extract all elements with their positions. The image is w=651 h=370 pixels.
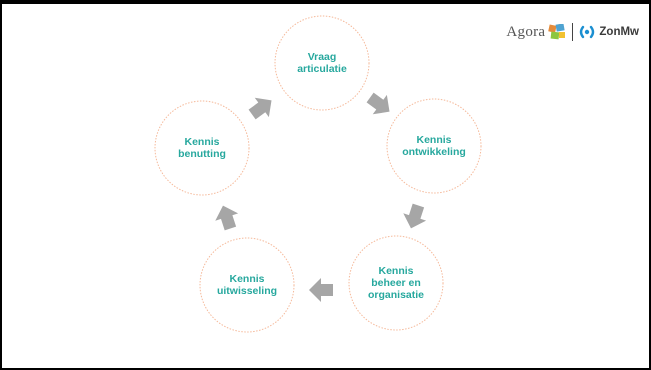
logo-bar: Agora ZonMw xyxy=(506,20,639,44)
agora-logo-icon xyxy=(548,24,566,40)
agora-logo-text: Agora xyxy=(506,23,546,40)
node-circle-vraag-articulatie xyxy=(274,15,370,111)
node-circle-kennis-beheer xyxy=(348,235,444,331)
arrow-uitwisseling-to-benutting xyxy=(215,205,239,231)
knowledge-cycle-diagram xyxy=(154,15,482,333)
arrow-articulatie-to-ontwikkeling xyxy=(366,92,390,115)
zonmw-logo-icon xyxy=(580,25,595,39)
arrow-beheer-to-uitwisseling xyxy=(309,278,333,302)
node-label-vraag-articulatie: Vraag articulatie xyxy=(297,51,347,75)
node-circle-kennis-ontwikkeling xyxy=(386,98,482,194)
node-label-kennis-beheer: Kennis beheer en organisatie xyxy=(367,265,425,301)
node-label-kennis-ontwikkeling: Kennis ontwikkeling xyxy=(402,134,466,158)
node-circle-kennis-uitwisseling xyxy=(199,237,295,333)
arrow-ontwikkeling-to-beheer xyxy=(403,203,427,229)
arrow-benutting-to-articulatie xyxy=(248,97,272,120)
node-circle-kennis-benutting xyxy=(154,100,250,196)
zonmw-logo-text: ZonMw xyxy=(599,26,639,38)
node-label-kennis-uitwisseling: Kennis uitwisseling xyxy=(216,273,278,297)
logo-divider xyxy=(572,23,574,41)
node-label-kennis-benutting: Kennis benutting xyxy=(178,136,226,160)
